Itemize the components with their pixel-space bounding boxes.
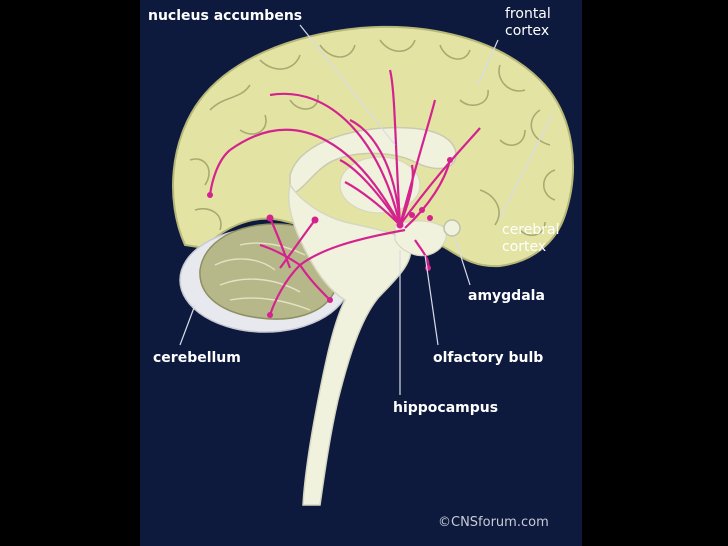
dopamine-pathways: [208, 69, 481, 316]
label-frontal-cortex-line2: cortex: [505, 23, 550, 39]
label-hippocampus: hippocampus: [393, 400, 499, 416]
label-cerebral-cortex-line1: cerebral: [502, 222, 560, 238]
label-olfactory-bulb: olfactory bulb: [433, 350, 544, 366]
cortex-gyri: [189, 39, 556, 237]
thalamus: [339, 156, 421, 214]
copyright-credit: ©CNSforum.com: [438, 515, 549, 530]
label-amygdala: amygdala: [468, 288, 545, 304]
cerebellum-folia: [214, 242, 311, 311]
label-nucleus-accumbens: nucleus accumbens: [148, 8, 303, 24]
label-cerebral-cortex-line2: cortex: [502, 239, 547, 255]
olfactory-region: [394, 220, 447, 257]
label-frontal-cortex-line1: frontal: [505, 6, 551, 22]
leader-lines: [179, 24, 553, 395]
amygdala-shape: [443, 219, 461, 237]
brainstem: [287, 183, 412, 506]
label-cerebellum: cerebellum: [153, 350, 241, 366]
